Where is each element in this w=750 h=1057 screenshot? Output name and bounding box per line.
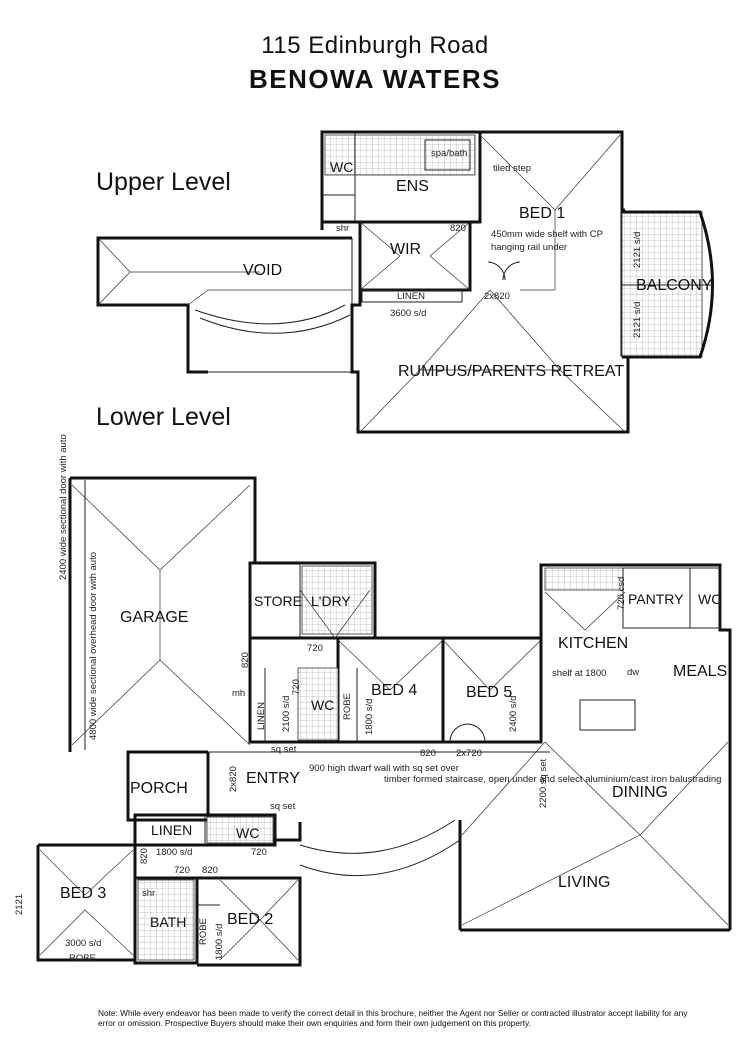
dim-1800-b: 1800 s/d [156,847,192,858]
upper-level-plan: WC ENS spa/bath tiled step shr BED 1 450… [96,130,714,434]
balcony-dim-2: 2121 s/d [632,302,643,338]
dim-1800-a: 1800 s/d [364,699,375,735]
linen-lower-a: LINEN [256,702,267,730]
wc-lower-a: WC [311,697,334,713]
dim-2121: 2121 [14,894,25,915]
dim-2400: 2400 s/d [508,696,519,732]
balcony-label: BALCONY [636,277,713,294]
dining-label: DINING [612,784,668,801]
dwarf-wall-note: 900 high dwarf wall with sq set over [309,763,459,774]
robe-c: ROBE [69,953,96,964]
shelf-note-1: 450mm wide shelf with CP [491,229,603,240]
porch-label: PORCH [130,780,188,797]
wir-label: WIR [390,241,421,258]
sq-set-b: sq set [270,801,296,812]
shr-lower: shr [142,888,155,899]
tiled-step-label: tiled step [493,163,531,174]
rumpus-label: RUMPUS/PARENTS RETREAT [398,363,624,380]
wc-lower-b: WC [698,591,721,607]
shr-upper-label: shr [336,223,349,234]
meals-label: MEALS [673,663,727,680]
garage-label: GARAGE [120,609,188,626]
dim-820-d: 820 [202,865,218,876]
wc-lower-c: WC [236,825,259,841]
sq-set-a: sq set [271,744,297,755]
dim-720-c: 720 [251,847,267,858]
dim-720-a: 720 [307,643,323,654]
dw-label: dw [627,667,639,678]
dim-720-b: 720 [291,679,302,695]
ens-label: ENS [396,178,429,195]
dim-3000: 3000 s/d [65,938,101,949]
kitchen-label: KITCHEN [558,635,628,652]
dim-2x720: 2x720 [456,748,482,759]
staircase-note: timber formed staircase, open under and … [384,774,721,785]
address-title: 115 Edinburgh Road [261,32,489,59]
spa-label: spa/bath [431,148,467,159]
door-820-upper: 820 [450,223,466,234]
wc-upper-label: WC [330,159,353,175]
bed2-label: BED 2 [227,911,273,928]
balcony-dim-1: 2121 s/d [632,232,643,268]
bath-label: BATH [150,914,186,930]
dim-720-d: 720 [174,865,190,876]
door-2x820: 2x820 [484,291,510,302]
ldry-label: L'DRY [311,593,351,609]
store-label: STORE [254,593,302,609]
pantry-label: PANTRY [628,591,684,607]
dim-820-c: 820 [139,848,150,864]
bed4-label: BED 4 [371,682,417,699]
mh-label: mh [232,688,245,699]
lower-level-plan: GARAGE 2400 wide sectional door with aut… [14,434,732,967]
upper-level-label: Upper Level [96,168,231,196]
living-label: LIVING [558,874,610,891]
garage-door-1: 2400 wide sectional door with auto [58,434,69,580]
robe-a: ROBE [342,693,353,720]
disclaimer-note: Note: While every endeavor has been made… [98,1008,688,1028]
shelf-1800: shelf at 1800 [552,668,606,679]
floor-plan: WC ENS spa/bath tiled step shr BED 1 450… [14,130,732,967]
lower-level-label: Lower Level [96,403,231,431]
entry-label: ENTRY [246,770,300,787]
void-label: VOID [243,262,282,279]
robe-b: ROBE [198,918,209,945]
shelf-note-2: hanging rail under [491,242,567,253]
linen-lower-b: LINEN [151,822,192,838]
bed3-label: BED 3 [60,885,106,902]
dim-820-b: 820 [420,748,436,759]
dim-1800-c: 1800 s/d [214,924,225,960]
linen-upper-label: LINEN [397,291,425,302]
dim-820-a: 820 [240,652,251,668]
linen-upper-dim: 3600 s/d [390,308,426,319]
dim-2x820: 2x820 [228,766,239,792]
suburb-title: BENOWA WATERS [248,64,502,94]
dim-720-csd: 720 csd [616,577,627,610]
garage-door-2: 4800 wide sectional overhead door with a… [88,552,99,740]
bed1-label: BED 1 [519,205,565,222]
sq-set-2200: 2200 sq set [538,759,549,808]
bed5-label: BED 5 [466,684,512,701]
dim-2100: 2100 s/d [281,696,292,732]
